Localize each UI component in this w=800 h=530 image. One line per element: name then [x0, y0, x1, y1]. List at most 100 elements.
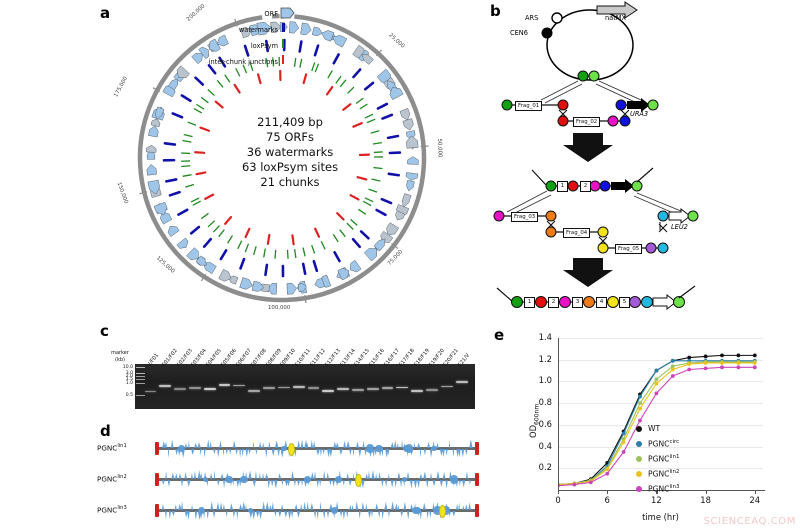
gene-feature [403, 501, 407, 510]
marker-tick-0-5: 0.5 [125, 393, 133, 398]
gene-feature [390, 480, 394, 488]
gene-feature [436, 442, 439, 448]
panel-d-letter: d [100, 422, 111, 440]
gene-feature [255, 511, 260, 518]
gene-feature [461, 449, 465, 458]
legend-marker [636, 426, 642, 432]
telomere [155, 473, 159, 486]
gene-feature [329, 480, 332, 486]
gene-feature [209, 440, 212, 448]
series-point [621, 440, 626, 445]
gene-feature [465, 470, 469, 479]
gene-feature [427, 441, 431, 448]
series-point [670, 374, 675, 378]
legend-label: PGNClin2 [648, 469, 680, 479]
gene-feature [164, 441, 168, 448]
series-point [752, 365, 757, 370]
gene-feature [349, 504, 352, 510]
gene-feature [265, 449, 268, 458]
gene-feature [335, 501, 339, 510]
gene-feature [387, 449, 390, 456]
gene-feature [194, 511, 198, 520]
gene-feature [258, 511, 263, 520]
gene-feature [335, 442, 340, 448]
y-gridline [558, 381, 763, 383]
series-point [670, 367, 675, 372]
gel-band [426, 389, 438, 392]
gene-feature [178, 503, 182, 510]
gene-feature [468, 480, 471, 486]
assembly-scheme-svg [493, 1, 699, 311]
gene-feature [252, 441, 255, 448]
gene-feature [161, 503, 165, 510]
legend-marker [636, 456, 642, 462]
gel-band [440, 385, 453, 388]
series-point [638, 418, 642, 423]
x-axis-line [558, 490, 765, 492]
gene-feature [170, 439, 174, 448]
gene-feature [297, 440, 301, 448]
gene-feature [274, 511, 277, 517]
x-axis-tick: 6 [604, 495, 610, 505]
x-tick-mark [656, 490, 658, 494]
series-point [654, 368, 659, 373]
gel-band [411, 389, 424, 392]
gene-feature [236, 511, 239, 520]
marker-tick-1-5: 1.5 [125, 376, 133, 382]
series-point [621, 431, 626, 436]
gene-feature [270, 480, 274, 487]
gene-feature [455, 480, 459, 488]
gene-feature [362, 441, 365, 448]
gene-feature [338, 470, 341, 479]
gene-feature [452, 511, 456, 517]
gene-feature [171, 472, 175, 479]
map-tick-150000: 150,000 [115, 181, 129, 205]
gene-feature [468, 502, 471, 510]
gene-feature [175, 449, 179, 456]
gene-feature [333, 441, 337, 448]
gene-feature [442, 449, 445, 458]
gene-cluster-marker [412, 506, 420, 515]
series-point [687, 362, 692, 366]
gene-feature [319, 501, 322, 510]
gene-feature [393, 440, 397, 448]
gene-cluster-marker [442, 506, 451, 515]
map-tick-50000: 50,000 [436, 138, 443, 158]
gel-band [263, 387, 275, 390]
gene-feature [258, 441, 262, 448]
gene-feature [316, 449, 320, 456]
gene-feature [396, 442, 399, 448]
y-gridline [558, 468, 763, 470]
gene-feature [203, 449, 206, 458]
gene-feature [254, 470, 257, 479]
y-gridline [558, 403, 763, 405]
chunk-box-2-final: 2 [548, 297, 559, 308]
stat-orfs: 75 ORFs [266, 130, 314, 144]
gene-feature [314, 511, 317, 519]
series-point [670, 364, 675, 369]
gene-cluster-marker [366, 444, 375, 453]
gene-feature [242, 501, 246, 510]
marker-band [136, 378, 145, 380]
x-axis-tick: 18 [700, 495, 711, 505]
gene-feature [346, 511, 349, 518]
series-point [687, 367, 692, 372]
chunk-box-5-final: 5 [619, 297, 630, 308]
gene-feature [278, 511, 282, 518]
gene-cluster-marker [198, 507, 206, 514]
gene-feature [235, 449, 238, 455]
marker-tick-3-0: 3.0 [125, 370, 133, 376]
legend-glyph-watermark [282, 23, 285, 32]
gene-feature [268, 504, 273, 510]
gene-feature [397, 504, 400, 510]
gel-band [366, 387, 379, 390]
gel-band [174, 388, 187, 391]
gene-feature [417, 480, 420, 489]
gene-feature [232, 480, 235, 487]
gene-feature [432, 440, 435, 448]
gene-cluster-marker [433, 506, 442, 515]
gene-feature [180, 480, 184, 488]
stat-length: 211,409 bp [257, 115, 323, 129]
gene-feature [212, 449, 216, 455]
gene-feature [262, 442, 265, 448]
